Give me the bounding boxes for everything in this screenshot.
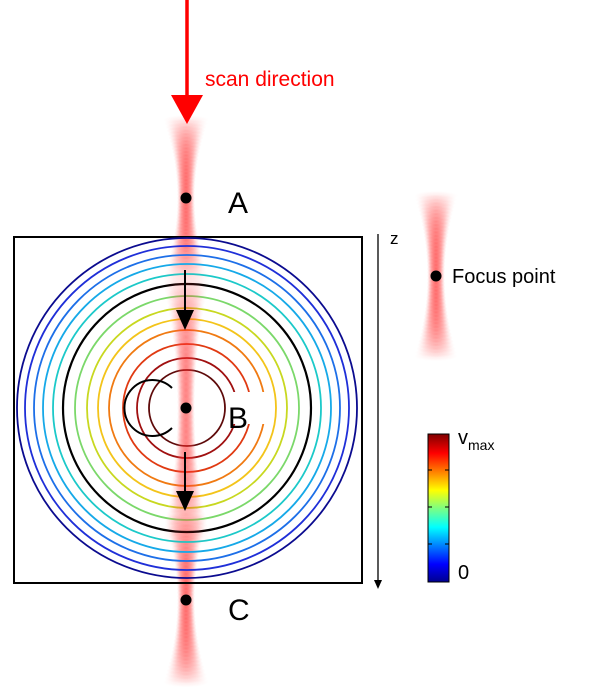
motion-arrow-1 (176, 270, 194, 330)
colorbar-max-base: v (458, 427, 468, 449)
contour-ring (16, 237, 358, 579)
colorbar-max-sub: max (468, 437, 494, 453)
focus-point-label: Focus point (452, 266, 556, 288)
sample-box (13, 236, 363, 584)
scan-direction-label: scan direction (205, 68, 335, 91)
label-a: A (228, 187, 248, 220)
colorbar-max-label: vmax (458, 427, 494, 453)
contour-gap (231, 392, 243, 424)
label-b: B (228, 402, 248, 435)
contour-gap (245, 392, 257, 424)
colorbar-ticks (428, 469, 449, 545)
motion-arrow-2 (176, 452, 194, 511)
focus-dot-a (180, 192, 192, 204)
label-c: C (228, 594, 250, 627)
inner-arc (123, 379, 173, 437)
contour-ring (24, 245, 350, 571)
scan-arrow (171, 0, 203, 124)
focus-dot-b (180, 402, 192, 414)
legend-beam (414, 190, 458, 362)
focus-dot-c (180, 594, 192, 606)
beam-overlay (161, 269, 211, 547)
colorbar (427, 433, 450, 583)
beam-b (161, 269, 211, 547)
z-axis-arrow (374, 234, 382, 589)
legend-focus-dot (430, 270, 442, 282)
z-axis-label: z (390, 229, 399, 248)
contour-ring (42, 263, 332, 553)
colorbar-min-label: 0 (458, 562, 469, 584)
contour-ring (33, 254, 341, 562)
legend-focus-beam (414, 190, 458, 362)
contour-gap (259, 392, 271, 424)
